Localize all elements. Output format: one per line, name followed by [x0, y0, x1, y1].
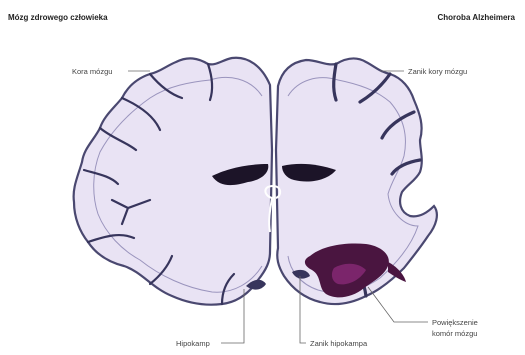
label-hippocampus: Hipokamp — [176, 338, 210, 349]
label-cortex: Kora mózgu — [72, 66, 112, 77]
label-enlarged-ventricles-line2: komór mózgu — [432, 328, 477, 339]
label-hippocampus-shrinkage: Zanik hipokampa — [310, 338, 367, 349]
label-enlarged-ventricles-line1: Powiększenie — [432, 317, 478, 328]
label-cortex-shrinkage: Zanik kory mózgu — [408, 66, 467, 77]
